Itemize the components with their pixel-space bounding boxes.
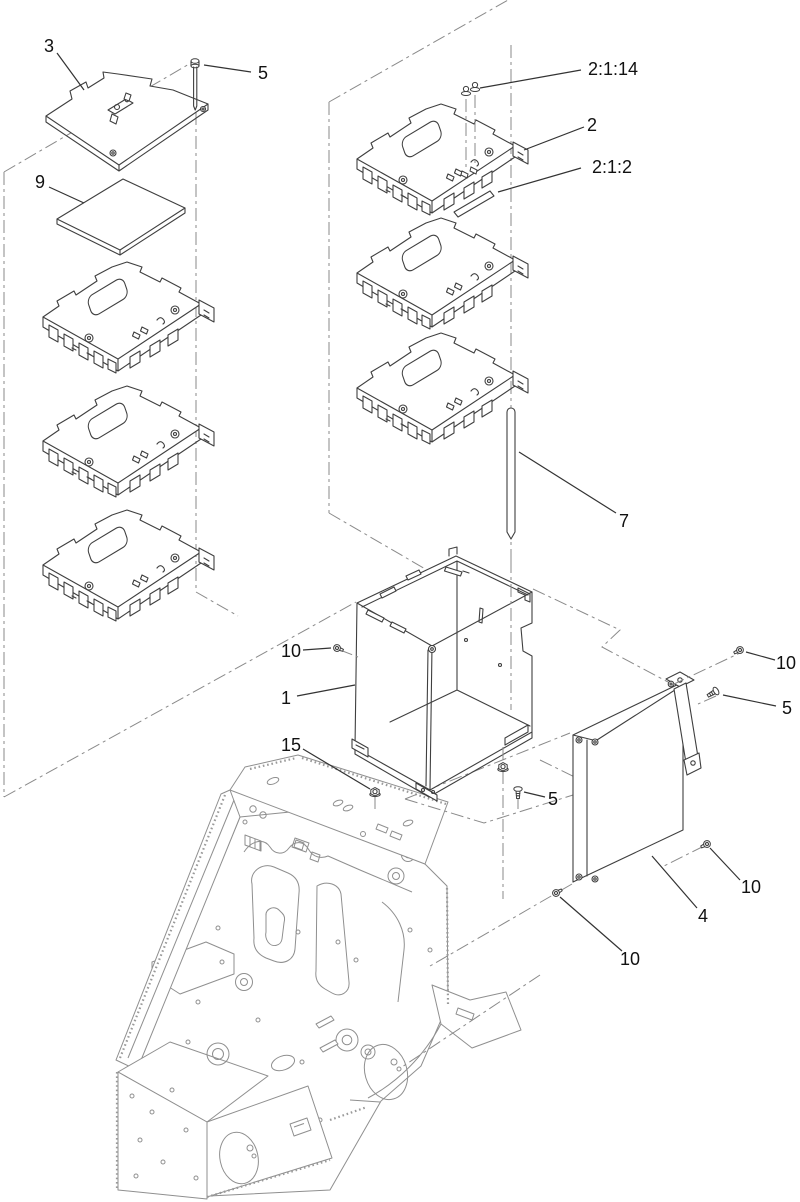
fastener-axis-lines (339, 95, 743, 899)
alignment-lines (3, 0, 682, 1068)
callout-10-bottom-leader (559, 896, 623, 952)
callout-2-1-2: 2:1:2 (592, 157, 632, 177)
callout-2-1-14-leader (479, 69, 582, 89)
screw-5-top (190, 58, 200, 111)
callout-10-bottom: 10 (620, 949, 640, 969)
callout-15-leader (302, 748, 371, 790)
callout-10-top-right: 10 (776, 653, 796, 673)
nut-15 (369, 787, 381, 798)
callout-10-left-leader (302, 647, 332, 651)
long-rod (506, 407, 516, 540)
side-panel (572, 671, 702, 883)
gasket-sheet (56, 178, 186, 256)
callout-10-left: 10 (281, 641, 301, 661)
fasteners (190, 58, 746, 899)
callout-4: 4 (698, 906, 708, 926)
callout-2-1-2-leader (497, 167, 582, 193)
callout-5-top: 5 (258, 63, 268, 83)
machine-frame (115, 754, 522, 1200)
callout-10-top-right-leader (745, 651, 776, 661)
callout-7-leader (518, 451, 617, 514)
callout-9-leader (48, 186, 85, 204)
callout-2-leader (523, 126, 585, 151)
callout-5-mid-leader (523, 791, 546, 798)
callout-1-leader (296, 684, 356, 697)
callout-1: 1 (281, 688, 291, 708)
callout-5-top-leader (203, 64, 252, 73)
callout-5-mid: 5 (548, 789, 558, 809)
callout-7: 7 (619, 511, 629, 531)
callout-2-1-14: 2:1:14 (588, 59, 638, 79)
small-rod (453, 190, 495, 218)
parts (42, 71, 702, 883)
callout-10-bottom-right: 10 (741, 877, 761, 897)
callout-9: 9 (35, 172, 45, 192)
cover-plate (45, 71, 209, 172)
callouts: 3 5 9 2:1:14 2 2:1:2 7 10 1 15 5 10 5 10… (35, 36, 796, 969)
callout-3-leader (56, 52, 85, 91)
callout-15: 15 (281, 735, 301, 755)
callout-4-leader (651, 855, 698, 909)
nut (497, 762, 509, 773)
callout-5-right-leader (722, 694, 777, 707)
callout-10-bottom-right-leader (709, 847, 741, 881)
callout-5-right: 5 (782, 698, 792, 718)
callout-2: 2 (587, 115, 597, 135)
callout-3: 3 (44, 36, 54, 56)
battery-box (351, 546, 533, 802)
